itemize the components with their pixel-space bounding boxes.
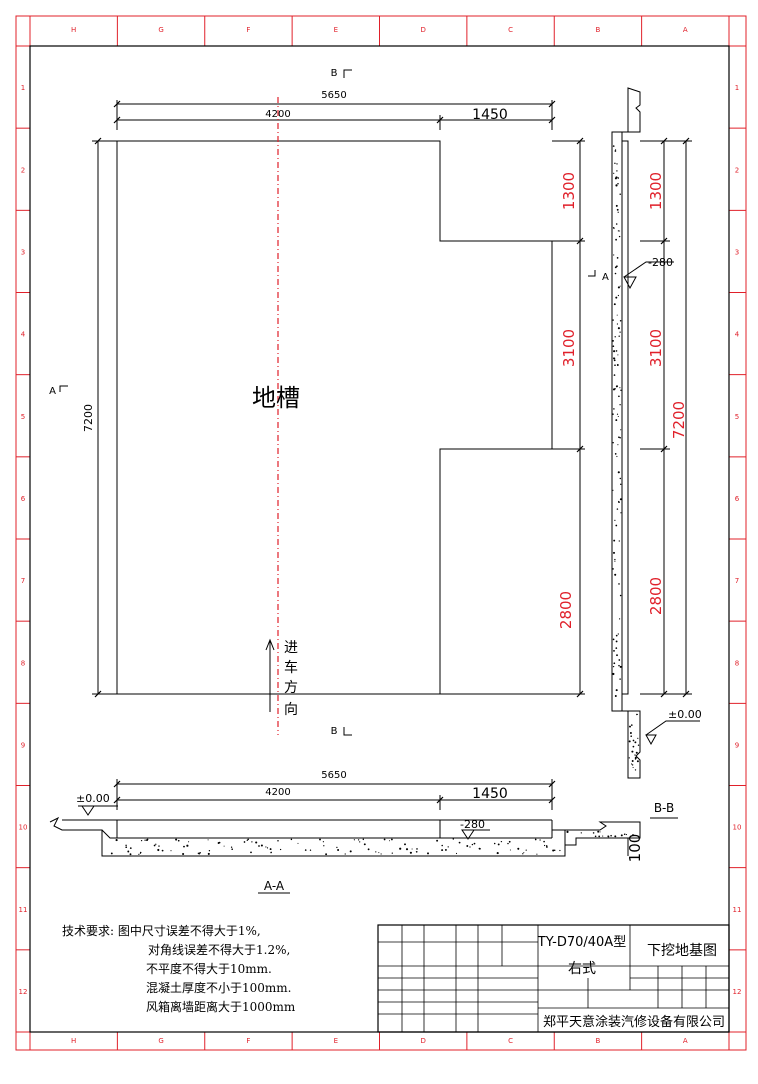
zone-number-label: 12 — [733, 988, 742, 996]
svg-text:进: 进 — [284, 640, 298, 656]
zone-letter-label: D — [420, 26, 425, 34]
section-mark-b-top — [343, 69, 352, 78]
zone-number-label: 11 — [733, 906, 742, 914]
section-mark-a-right — [588, 270, 596, 277]
zone-letter-label: C — [508, 26, 513, 34]
zone-number-label: 11 — [19, 906, 28, 914]
dim-overall-height: 7200 — [82, 404, 95, 432]
zone-number-label: 9 — [21, 741, 25, 749]
pit-label: 地槽 — [252, 384, 300, 412]
zone-letter-label: G — [158, 1037, 163, 1045]
zone-number-label: 5 — [735, 413, 739, 421]
bb-concrete-hatch — [612, 145, 640, 771]
notes-line-2: 对角线误差不得大于1.2%, — [148, 943, 291, 957]
dim-seg-top: 1300 — [560, 172, 578, 210]
bb-title: B-B — [654, 801, 674, 815]
svg-text:车: 车 — [284, 659, 298, 676]
svg-text:向: 向 — [284, 702, 298, 718]
zone-number-label: 7 — [735, 577, 739, 585]
section-mark-b-bottom-label: B — [331, 726, 338, 737]
inner-border — [29, 45, 730, 1033]
zone-number-label: 1 — [735, 84, 739, 92]
dim-seg-bottom: 2800 — [557, 591, 575, 629]
aa-dim-main: 4200 — [265, 787, 290, 798]
bb-slab — [611, 87, 641, 779]
aa-depth: -280 — [460, 818, 485, 831]
bb-dim-seg-mid: 3100 — [647, 329, 665, 367]
section-mark-b-bottom — [343, 727, 352, 736]
section-mark-a-right-label: A — [602, 272, 609, 283]
bb-dim-overall: 7200 — [670, 401, 688, 439]
zone-number-label: 9 — [735, 741, 739, 749]
dim-extension-length: 1450 — [472, 107, 508, 123]
title-company: 郑平天意涂装汽修设备有限公司 — [543, 1014, 725, 1030]
zone-number-label: 10 — [19, 824, 28, 832]
section-aa — [49, 779, 641, 894]
bb-dim-seg-top: 1300 — [647, 172, 665, 210]
aa-thickness: 100 — [626, 834, 644, 863]
zone-letter-label: A — [683, 26, 688, 34]
zone-number-label: 2 — [21, 166, 25, 174]
zone-number-label: 12 — [19, 988, 28, 996]
dim-main-length: 4200 — [265, 109, 290, 120]
zone-letter-label: C — [508, 1037, 513, 1045]
direction-label: 进 车 方 向 — [284, 640, 298, 718]
zone-letter-label: A — [683, 1037, 688, 1045]
notes-line-1: 图中尺寸误差不得大于1%, — [117, 924, 261, 938]
dim-seg-mid: 3100 — [560, 329, 578, 367]
zone-letter-label: H — [71, 26, 76, 34]
aa-dim-overall: 5650 — [321, 770, 346, 781]
zone-number-label: 7 — [21, 577, 25, 585]
notes-line-4: 混凝土厚度不小于100mm. — [146, 981, 292, 995]
aa-dim-extension: 1450 — [472, 786, 508, 802]
title-variant: 右式 — [568, 961, 596, 977]
zone-letter-label: B — [596, 1037, 601, 1045]
drawing-frame — [15, 15, 747, 1051]
zone-number-label: 8 — [21, 659, 25, 667]
section-mark-b-top-label: B — [331, 68, 338, 79]
zone-number-label: 8 — [735, 659, 739, 667]
technical-notes: 技术要求: 图中尺寸误差不得大于1%, 对角线误差不得大于1.2%, 不平度不得… — [62, 922, 372, 1017]
aa-title: A-A — [264, 879, 285, 893]
zone-letter-label: D — [420, 1037, 425, 1045]
notes-line-3: 不平度不得大于10mm. — [146, 962, 272, 976]
section-bb — [611, 87, 700, 819]
zone-letter-label: B — [596, 26, 601, 34]
svg-text:方: 方 — [284, 680, 298, 696]
zone-number-label: 6 — [21, 495, 26, 503]
title-block — [377, 924, 730, 1033]
zone-letter-label: F — [246, 26, 250, 34]
zone-number-label: 1 — [21, 84, 25, 92]
zone-number-label: 10 — [733, 824, 742, 832]
zone-letter-label: E — [334, 1037, 338, 1045]
zone-letter-label: H — [71, 1037, 76, 1045]
notes-heading: 技术要求: — [62, 924, 115, 938]
bb-depth: -280 — [648, 256, 673, 269]
zone-letter-label: E — [334, 26, 338, 34]
zone-number-label: 5 — [21, 413, 25, 421]
zone-number-label: 2 — [735, 166, 739, 174]
section-mark-a-left — [59, 385, 68, 392]
dim-overall-length: 5650 — [321, 90, 346, 101]
notes-line-5: 风箱离墙距离大于1000mm — [146, 1000, 296, 1014]
title-drawing-name: 下挖地基图 — [647, 942, 717, 959]
zone-number-label: 4 — [21, 331, 26, 339]
bb-dim-seg-bottom: 2800 — [647, 577, 665, 615]
zone-number-label: 4 — [735, 331, 740, 339]
aa-level: ±0.00 — [76, 792, 110, 805]
section-mark-a-left-label: A — [49, 386, 56, 397]
plan-view — [59, 69, 596, 736]
zone-letter-label: G — [158, 26, 163, 34]
bb-level: ±0.00 — [668, 708, 702, 721]
zone-number-label: 3 — [735, 248, 739, 256]
title-model: TY-D70/40A型 — [537, 935, 626, 950]
aa-concrete-hatch — [110, 830, 636, 856]
zone-number-label: 3 — [21, 248, 25, 256]
pit-outline — [116, 140, 553, 695]
zone-number-label: 6 — [735, 495, 740, 503]
zone-letter-label: F — [246, 1037, 250, 1045]
